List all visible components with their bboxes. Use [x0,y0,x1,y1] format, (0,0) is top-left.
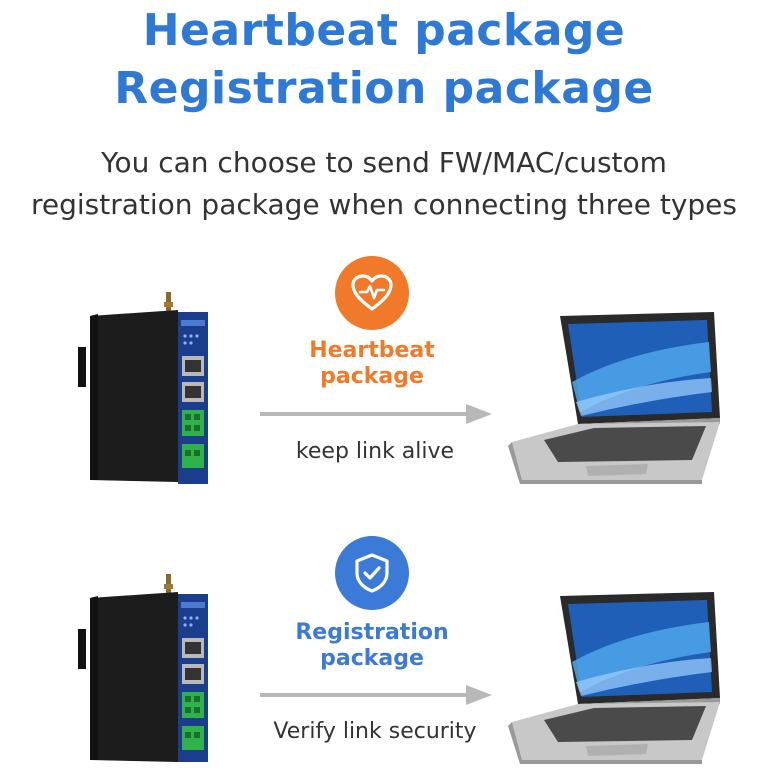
heartbeat-caption: keep link alive [295,439,455,464]
shield-check-icon [355,553,389,593]
gateway-device-image [78,292,208,484]
heartbeat-badge [335,256,409,330]
subtitle-line-1: You can choose to send FW/MAC/custom [101,146,667,179]
laptop-image [508,312,720,484]
registration-label-line-2: package [320,646,424,671]
heartbeat-arrow [260,404,492,424]
gateway-device-image [78,574,208,762]
subtitle-line-2: registration package when connecting thr… [30,188,737,221]
registration-badge [335,536,409,610]
registration-caption: Verify link security [273,719,477,744]
laptop-image [508,592,720,764]
registration-label-line-1: Registration [295,620,449,645]
registration-arrow [260,685,492,705]
heartbeat-label-line-2: package [320,364,424,389]
title-line-1: Heartbeat package [142,5,626,56]
heart-pulse-icon [351,274,393,311]
title-line-2: Registration package [114,63,654,114]
heartbeat-label-line-1: Heartbeat [309,338,435,363]
